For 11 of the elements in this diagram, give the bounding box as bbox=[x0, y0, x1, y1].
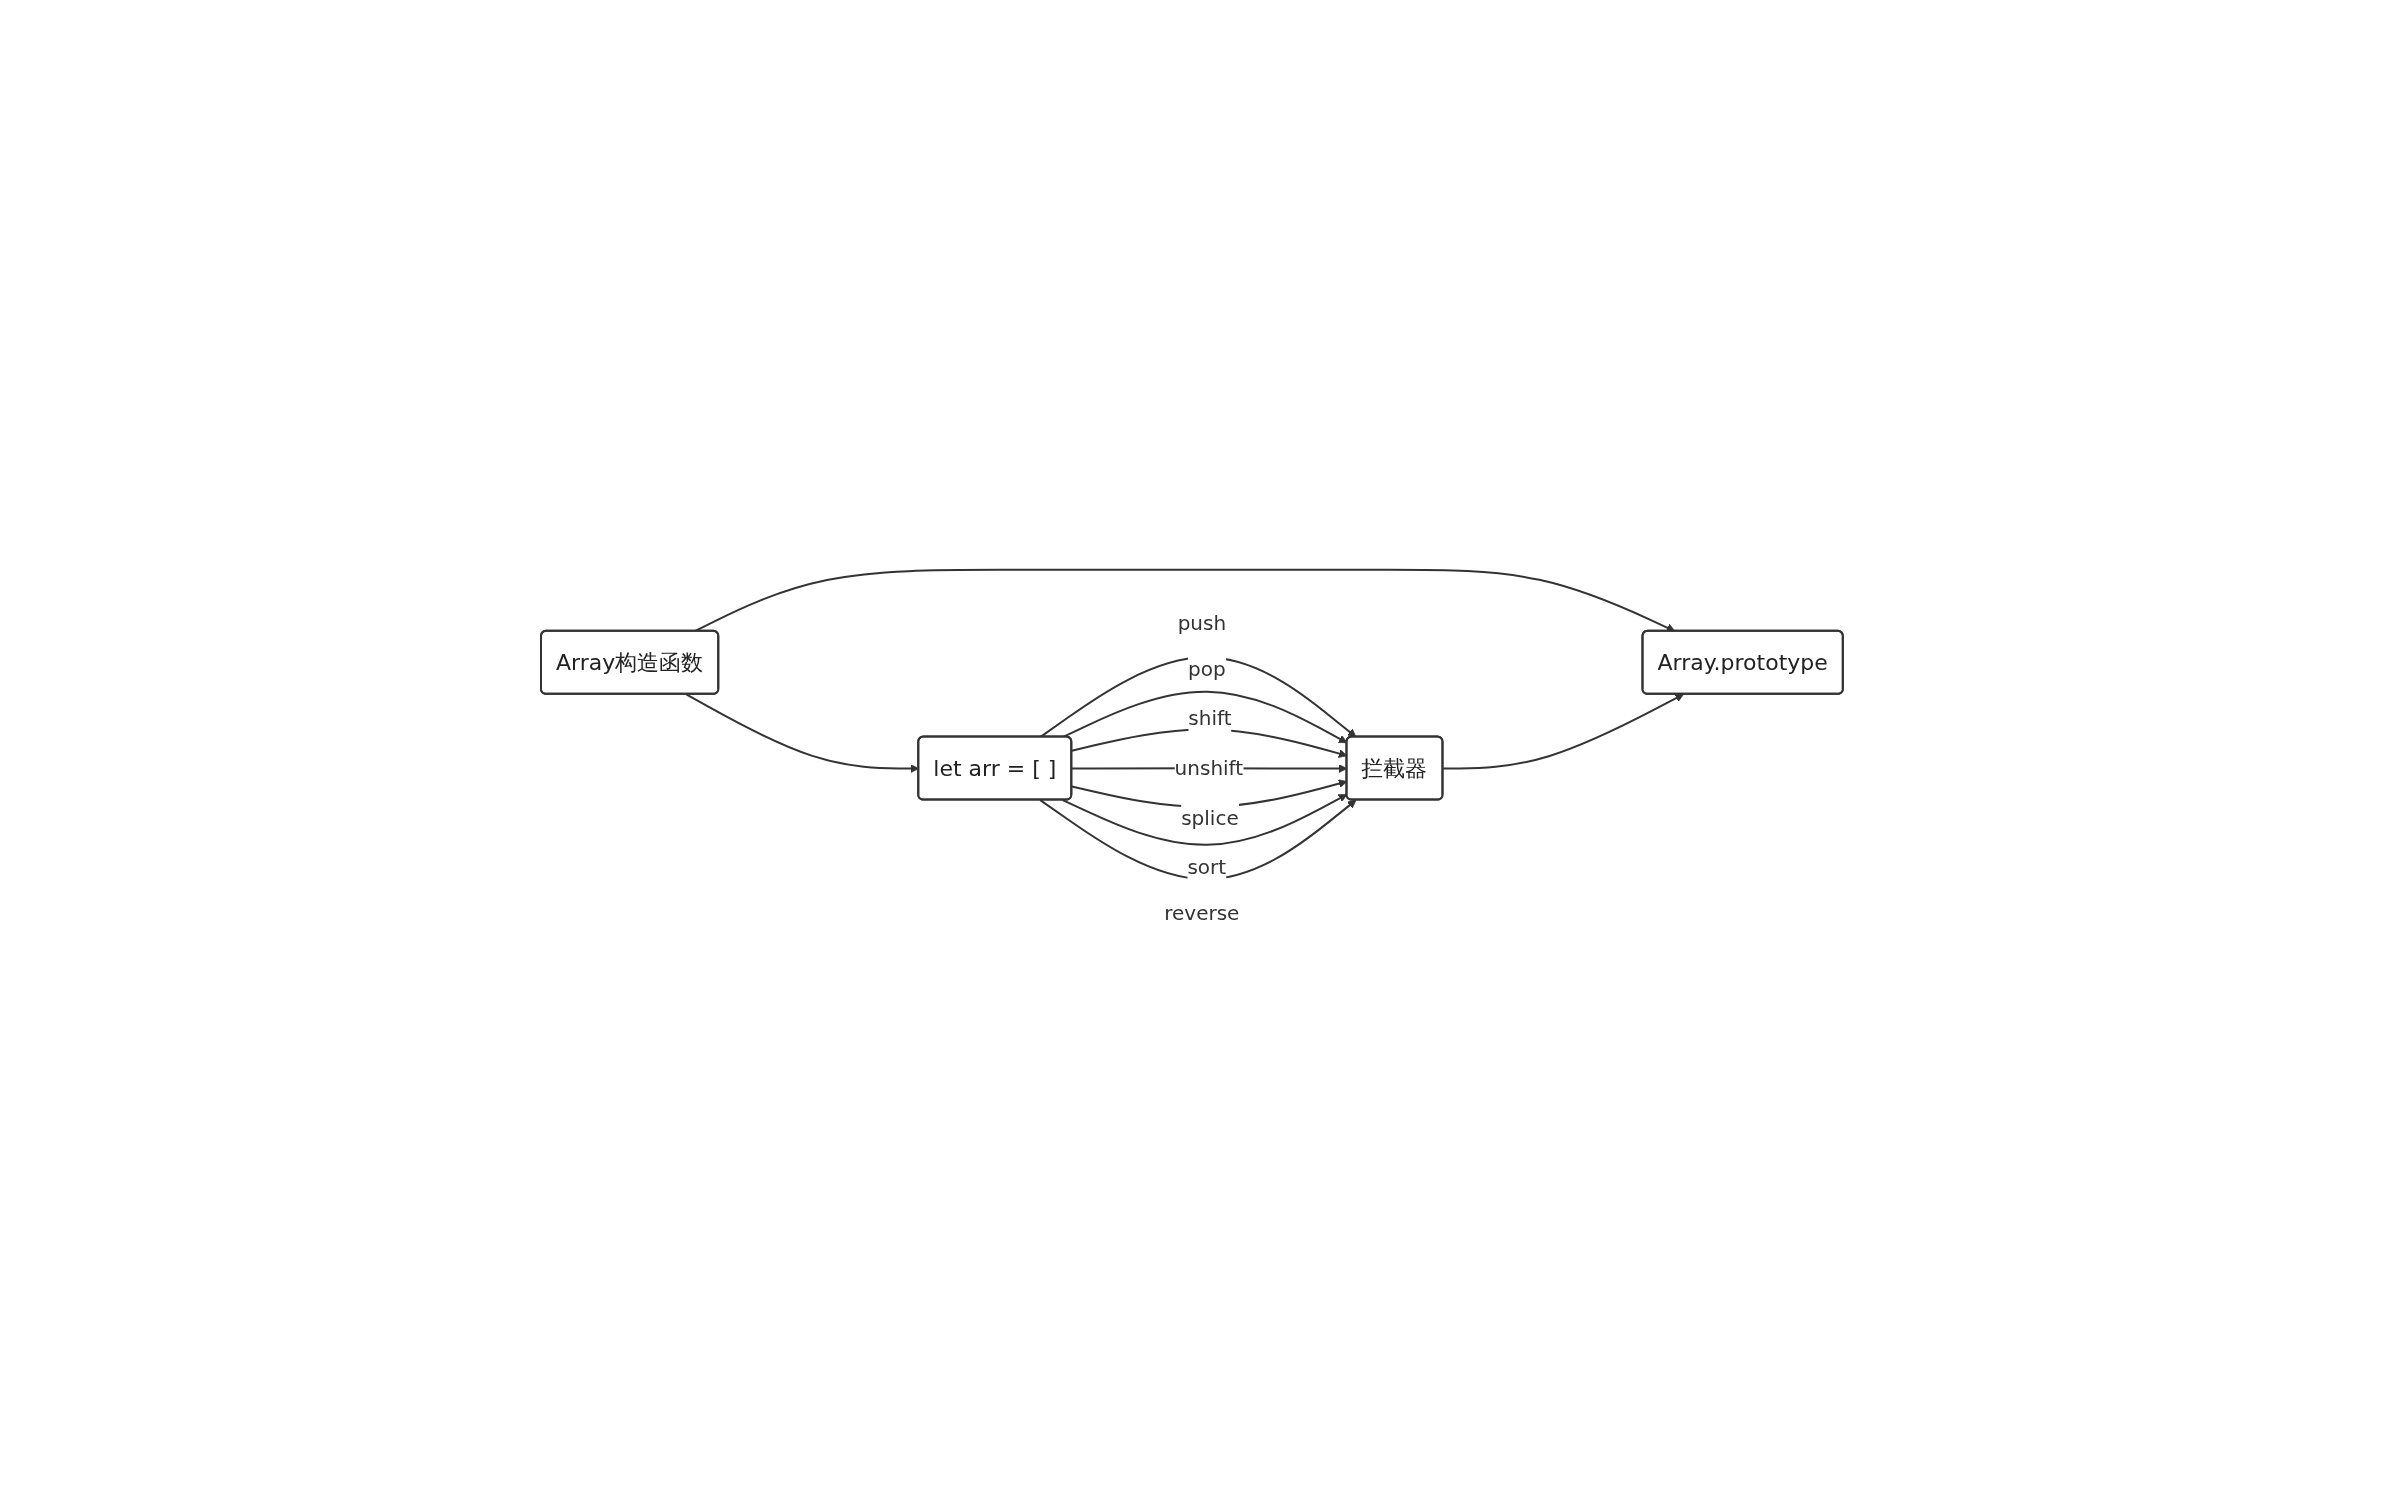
edge-label: shift bbox=[1188, 706, 1232, 731]
edge-label: pop bbox=[1188, 657, 1226, 682]
edge-label: push bbox=[1177, 611, 1227, 636]
edge-label: splice bbox=[1181, 805, 1239, 830]
arrow bbox=[1442, 693, 1684, 770]
edge-label: sort bbox=[1187, 855, 1227, 880]
arrow bbox=[1061, 794, 1348, 846]
edge-label: unshift bbox=[1174, 756, 1244, 781]
edge-label: reverse bbox=[1164, 901, 1240, 926]
arrow bbox=[1039, 799, 1357, 881]
arrow bbox=[1039, 656, 1357, 739]
